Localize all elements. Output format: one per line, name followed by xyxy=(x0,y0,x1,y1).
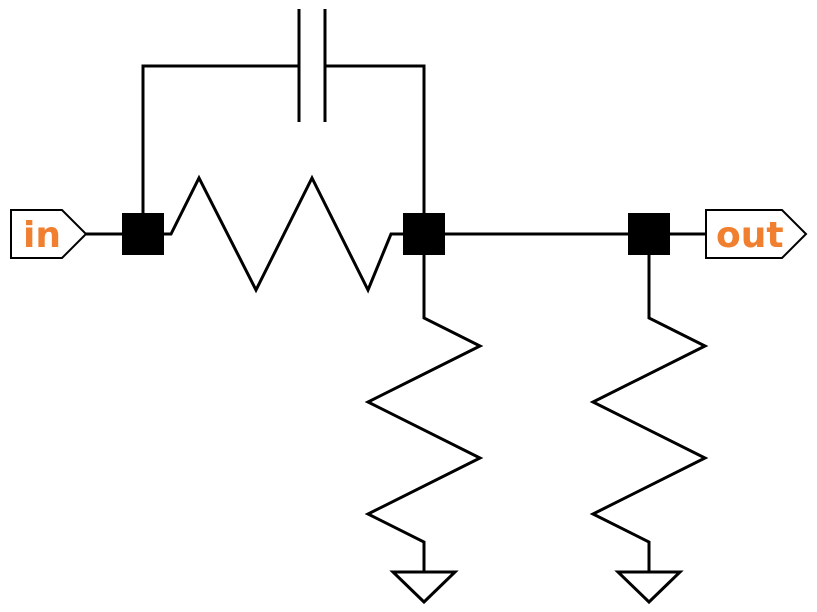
input-port-shape xyxy=(10,209,88,259)
junction-node-2 xyxy=(403,213,445,255)
shunt-resistor-2 xyxy=(589,255,709,572)
output-port-label: out xyxy=(716,215,784,256)
output-port-shape xyxy=(705,209,808,259)
input-port-label: in xyxy=(23,215,61,256)
series-resistor xyxy=(164,174,403,294)
shunt-resistor-1 xyxy=(364,255,484,572)
junction-node-3 xyxy=(628,213,670,255)
junction-node-1 xyxy=(122,213,164,255)
wire-capacitor-to-node2 xyxy=(325,64,426,213)
ground-1 xyxy=(389,570,459,605)
input-port: in xyxy=(10,209,88,259)
wire-node1-to-capacitor xyxy=(141,64,299,213)
wires xyxy=(86,64,706,236)
junction-nodes xyxy=(122,213,670,255)
output-port: out xyxy=(705,209,808,259)
bypass-capacitor xyxy=(297,9,327,122)
ground-2 xyxy=(614,570,684,605)
